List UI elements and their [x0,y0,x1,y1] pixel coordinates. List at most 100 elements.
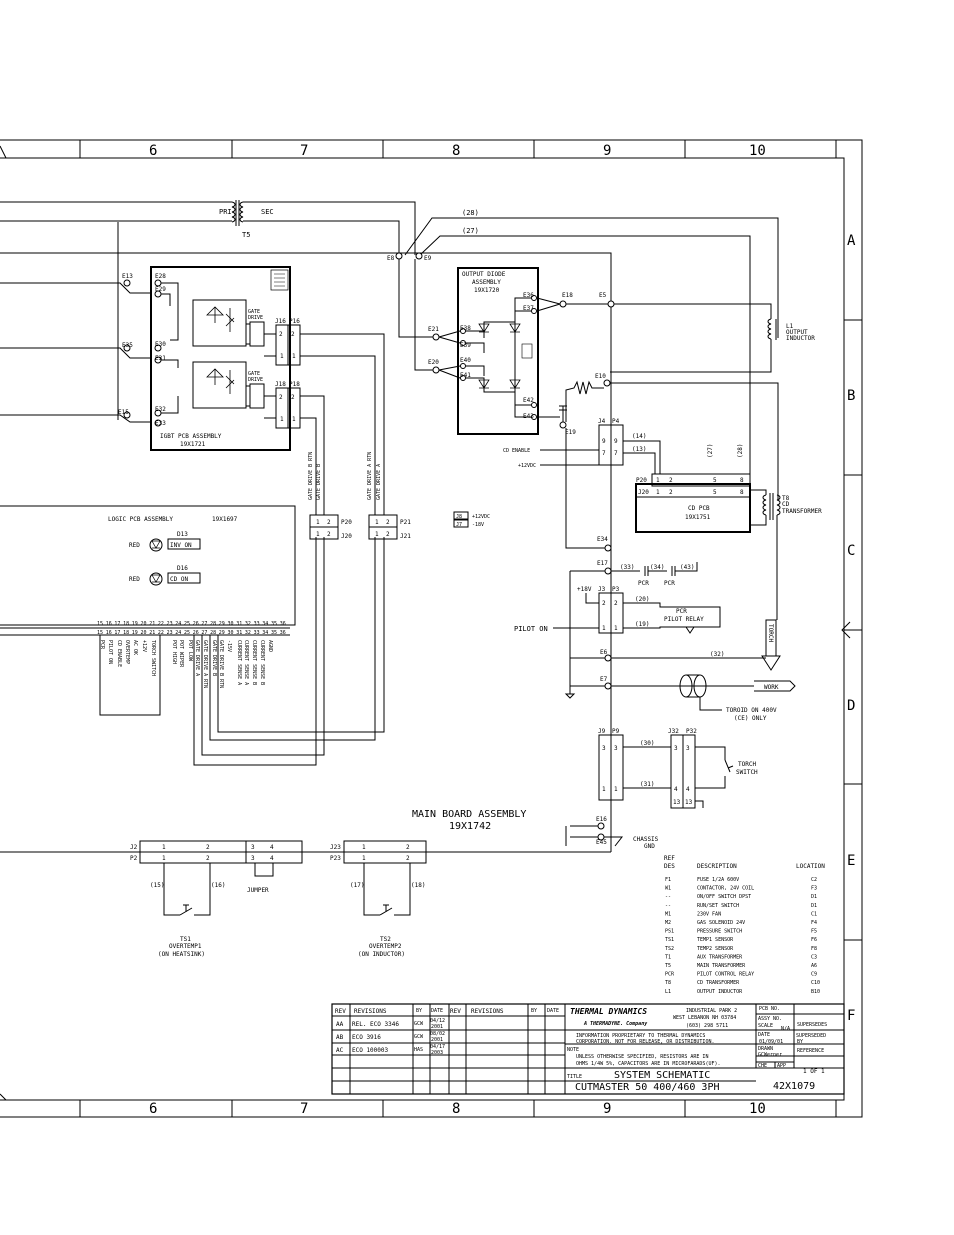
wire-27-label: (27) [462,227,479,235]
row-label: E [847,853,855,869]
rev-ab: AB [336,1034,344,1041]
ref-location: C9 [811,972,817,978]
svg-text:1: 1 [292,353,296,360]
inductor-line1: OUTPUT [786,329,808,336]
gate-drive-b-rtn: GATE DRIVE B RTN [308,452,314,500]
svg-text:5: 5 [713,489,717,496]
logic-pin-number: 30 [228,621,234,627]
dwg-number: 42X1079 [773,1081,815,1092]
logic-part: 19X1697 [212,516,238,523]
j23-label: J23 [330,844,341,851]
pcr-cap2: PCR [664,580,675,587]
ref-description: CONTACTOR, 24V COIL [697,886,754,892]
gate-drive-a: GATE DRIVE A [376,464,382,500]
note-line1: UNLESS OTHERWISE SPECIFIED, RESISTORS AR… [576,1054,708,1060]
ref-location: C1 [811,911,817,917]
logic-pin-number: 29 [219,630,225,636]
pilot-j3: J3 [598,586,606,593]
cd-j4: J4 [598,418,606,425]
torch-switch-line2: SWITCH [736,769,758,776]
terminal-e34: E34 [597,536,608,543]
t5-ref: T5 [242,231,250,239]
terminal-e18: E18 [562,292,573,299]
t5-pri-label: PRI [219,208,232,216]
cd-p4: P4 [612,418,620,425]
rev-h-2: REV [450,1008,461,1015]
date-h-2: DATE [547,1008,559,1014]
sheet-of: 1 OF 1 [803,1068,825,1075]
row-labels: A B C D E F [847,233,856,1024]
col-label: 8 [452,1101,460,1117]
chassis-line2: GND [644,843,655,850]
svg-text:1: 1 [375,531,379,538]
terminal-e40: E40 [460,357,471,364]
reference-h: REFERENCE [797,1048,824,1054]
wire-13: (13) [632,446,646,453]
svg-text:1: 1 [375,519,379,526]
title-block [331,1003,845,1095]
diode-title2: ASSEMBLY [472,279,501,286]
inductor-ref: L1 [786,323,794,330]
gate-drive-a-rtn: GATE DRIVE A RTN [367,452,373,500]
torch-and-work: E6 (32) TORCH E7 WORK TOROID ON 400V (CE… [564,619,796,722]
ref-des: -- [665,894,671,900]
title-h: TITLE [567,1074,582,1080]
svg-text:2: 2 [206,844,210,851]
logic-pin-number: 31 [236,630,242,636]
logic-pin-number: 24 [175,621,181,627]
assy-no: ASSY NO. [758,1016,782,1022]
ref-description: AUX TRANSFORMER [697,954,743,960]
svg-text:1: 1 [162,855,166,862]
svg-text:13: 13 [685,799,693,806]
logic-pin-number: 18 [123,621,129,627]
cd-circuit: J4 P4 9 9 7 7 CD ENABLE +12VDC (14) (13)… [503,418,822,620]
svg-text:4: 4 [270,844,274,851]
p23-label: P23 [330,855,341,862]
ref-location: D1 [811,894,817,900]
logic-pin-number: 35 [271,630,277,636]
terminal-e16: E16 [596,816,607,823]
svg-text:7: 7 [614,450,618,457]
company-addr2: WEST LEBANON NH 03784 [673,1015,736,1021]
col-label: 6 [149,143,157,159]
terminal-e19: E19 [565,429,576,436]
svg-text:2: 2 [291,331,295,338]
col-label: 7 [300,143,308,159]
output-path: E18 E5 L1 OUTPUT INDUCTOR E10 E19 [536,292,815,500]
col-label: 6 [149,1101,157,1117]
cd-plus12: +12VDC [518,463,536,469]
svg-text:2: 2 [406,844,410,851]
ref-des: F1 [665,877,671,883]
torch-label: TORCH [767,624,774,642]
p21-connector: 1 2 1 2 P21 J21 [368,514,411,540]
ts2-name: OVERTEMP2 [369,943,402,950]
ref-description: CD TRANSFORMER [697,980,740,986]
svg-text:3: 3 [674,745,678,752]
logic-pin-number: 35 [271,621,277,627]
p20-connector: 1 2 1 2 P20 J20 [309,514,352,540]
wire-32: (32) [710,651,724,658]
logic-pin-number: 31 [236,621,242,627]
toroid-line1: TOROID ON 400V [726,707,777,714]
row-label: B [847,388,855,404]
torch-switch: J9 P9 3 3 1 1 J32 P32 3 3 4 4 13 13 (30)… [598,728,758,809]
note-line2: OHMS 1/4W 5%, CAPACITORS ARE IN MICROFAR… [576,1061,721,1067]
svg-text:2: 2 [279,331,283,338]
svg-text:3: 3 [614,745,618,752]
ref-location: F8 [811,946,817,952]
terminal-e32: E32 [155,406,166,413]
logic-signal-label: CURRENT SENSE A [243,640,249,685]
logic-signal-label: CURRENT SENSE B [251,640,257,685]
terminal-e41: E41 [460,372,471,379]
logic-signal-label: PCR [99,640,105,650]
logic-pin-number: 20 [141,621,147,627]
logic-pin-number: 28 [210,621,216,627]
terminal-e20: E20 [428,359,439,366]
jumper: JUMPER [247,887,269,894]
logic-signal-label: OVERTEMP [124,640,130,664]
logic-signal-label: POT HIGH [171,640,177,664]
svg-text:8: 8 [740,489,744,496]
rev-aa-date2: 2001 [431,1024,443,1030]
ref-h1: REF [664,855,675,862]
logic-signal-label: PILOT ON [107,640,113,664]
